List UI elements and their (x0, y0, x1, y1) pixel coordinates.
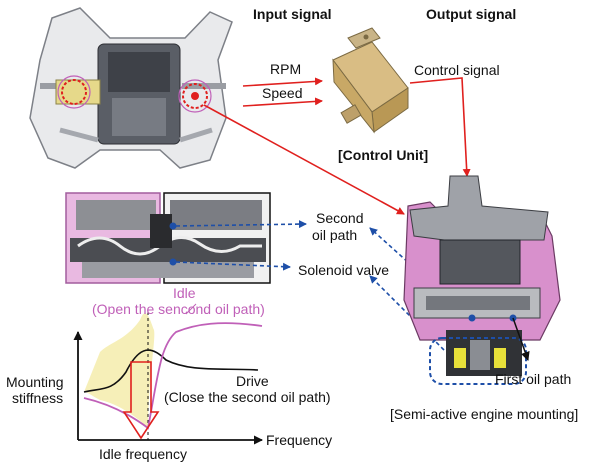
drive-curve (83, 349, 259, 393)
input-signal-heading: Input signal (253, 6, 332, 22)
rpm-label: RPM (270, 61, 302, 77)
engine-subframe-illustration (29, 7, 233, 169)
y-axis-label-line1: Mounting (6, 374, 64, 390)
control-unit-illustration (332, 27, 409, 134)
idle-subtitle: (Open the sencond oil path) (92, 301, 265, 317)
idle-curve (83, 322, 263, 430)
rpm-arrow (242, 77, 323, 87)
solenoid-valve-label: Solenoid valve (298, 262, 390, 278)
idle-frequency-label: Idle frequency (99, 446, 187, 462)
drive-label: Drive (236, 373, 269, 389)
signal-arrows (203, 77, 471, 215)
stiffness-drop-arrow (122, 361, 160, 440)
first-oil-path-label: First oil path (495, 371, 572, 387)
x-axis-label: Frequency (266, 432, 333, 448)
engine-mount-illustration (403, 175, 561, 385)
control-signal-label: Control signal (414, 62, 500, 78)
idle-leader-line (185, 303, 197, 315)
second-oil-path-label-line2: oil path (312, 227, 358, 243)
mount-caption: [Semi-active engine mounting] (390, 406, 579, 422)
mount-locator-arrow (203, 104, 405, 215)
control-signal-arrow (409, 77, 471, 177)
stiffness-fill-region (84, 313, 155, 428)
speed-label: Speed (262, 85, 303, 101)
speed-arrow (242, 97, 323, 107)
second-oil-path-label-line1: Second (316, 210, 364, 226)
drive-subtitle: (Close the second oil path) (164, 389, 331, 405)
control-unit-caption: [Control Unit] (338, 147, 429, 163)
stiffness-graph (73, 303, 263, 445)
y-axis-label-line2: stiffness (12, 390, 64, 406)
output-signal-heading: Output signal (426, 6, 517, 22)
oil-path-cross-section (65, 192, 271, 284)
idle-title: Idle (173, 285, 196, 301)
